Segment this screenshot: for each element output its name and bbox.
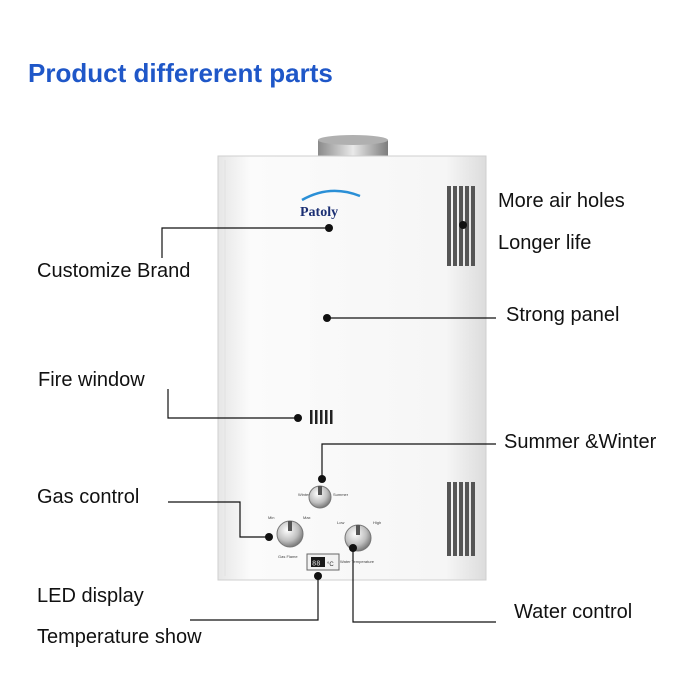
callout-lines <box>161 227 496 623</box>
led-display-unit: °C <box>327 562 334 568</box>
dot-summer-winter <box>318 475 326 483</box>
callout-dots <box>265 221 467 580</box>
flue-pipe <box>318 140 388 160</box>
gas-knob: Min Max Gas Flame <box>268 515 311 559</box>
dot-water <box>349 544 357 552</box>
page-title: Product differerent parts <box>28 58 333 88</box>
brand-logo-text: Patoly <box>300 205 338 220</box>
air-holes-lower <box>447 482 475 556</box>
dot-air-holes <box>459 221 467 229</box>
dot-gas <box>265 533 273 541</box>
label-water-control: Water control <box>514 601 633 623</box>
season-right-label: Summer <box>333 492 349 497</box>
dot-fire-window <box>294 414 302 422</box>
label-longer-life: Longer life <box>498 232 592 254</box>
heater-body <box>217 155 487 581</box>
label-strong-panel: Strong panel <box>506 304 620 326</box>
flue-pipe-top <box>318 135 388 145</box>
label-fire-window: Fire window <box>38 369 145 391</box>
label-summer-winter: Summer &Winter <box>504 431 657 453</box>
led-display-value: 88 <box>312 560 320 568</box>
season-knob: Winter Summer <box>298 485 349 509</box>
gas-max-label: Max <box>303 515 311 520</box>
dot-panel <box>323 314 331 322</box>
fire-window <box>310 410 333 424</box>
led-display: 88 °C <box>306 553 340 571</box>
gas-min-label: Min <box>268 515 274 520</box>
label-led-display: LED display <box>37 585 144 607</box>
water-high-label: High <box>373 520 381 525</box>
season-left-label: Winter <box>298 492 310 497</box>
water-low-label: Low <box>337 520 344 525</box>
label-temperature-show: Temperature show <box>37 626 202 648</box>
dot-led <box>314 572 322 580</box>
label-gas-control: Gas control <box>37 486 140 508</box>
label-more-air-holes: More air holes <box>498 190 625 212</box>
dot-brand <box>325 224 333 232</box>
label-customize-brand: Customize Brand <box>37 260 191 282</box>
water-knob-label: Water Temperature <box>340 559 375 564</box>
gas-knob-label: Gas Flame <box>278 554 298 559</box>
brand-logo: Patoly <box>300 189 361 220</box>
